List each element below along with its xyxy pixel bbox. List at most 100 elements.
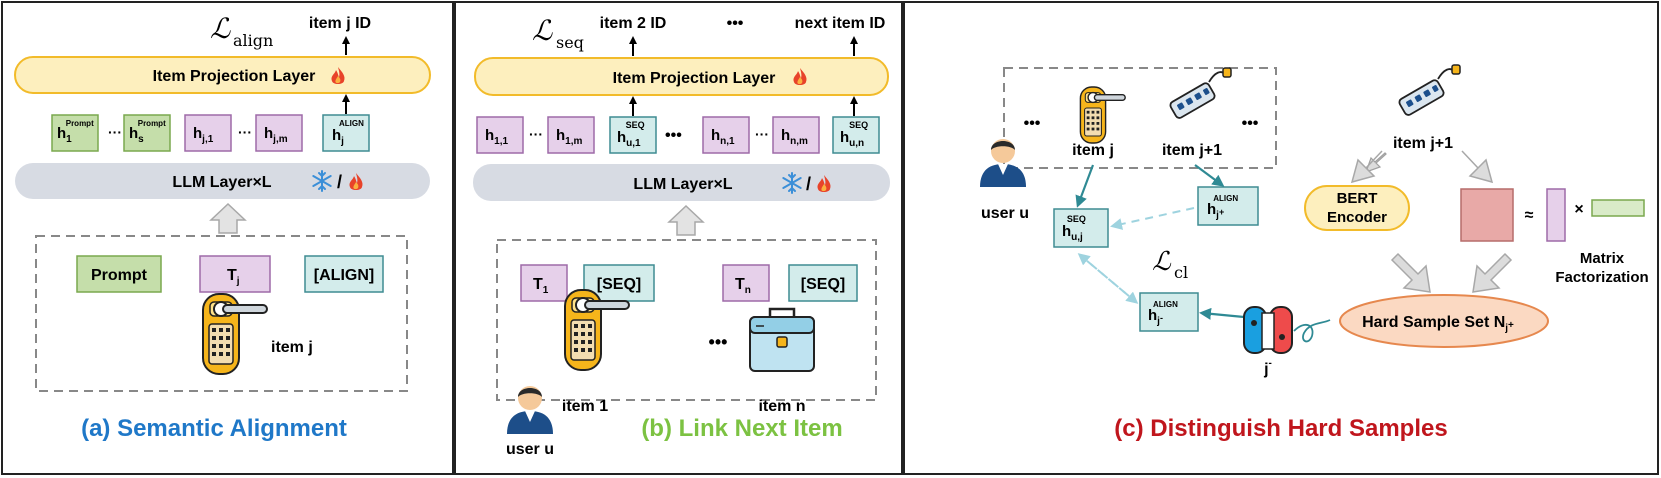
dashed-arrow-neg-2 — [1079, 254, 1139, 304]
seq-loss-sub: seq — [556, 33, 584, 52]
hard-sample-set — [1339, 294, 1549, 348]
caption-b: (b) Link Next Item — [641, 415, 842, 442]
panel-c: ••• ••• item j item j+1 user u hu,jSEQ h… — [980, 64, 1649, 442]
h-prompt-s-token — [123, 114, 171, 152]
j-neg-label: j- — [1263, 358, 1272, 378]
h-j1-token — [184, 114, 232, 152]
panel-b-frame — [454, 1, 903, 475]
h-nm-token — [772, 116, 820, 154]
h-1m-token — [547, 116, 595, 154]
prompt-token — [76, 255, 162, 293]
llm-layer-b — [473, 164, 890, 201]
dots-left-c: ••• — [1024, 115, 1041, 132]
item-j1-label-c: item j+1 — [1162, 142, 1222, 159]
history-box-c — [1003, 67, 1277, 169]
h-1m-label: h1,m — [556, 127, 583, 147]
gray-arrow-to-bert — [1365, 152, 1387, 173]
proj-label-a: Item Projection Layer — [153, 68, 316, 85]
item-j-label-a: item j — [271, 339, 313, 356]
user-avatar — [980, 139, 1026, 187]
items-dots-b: ••• — [709, 332, 728, 352]
user-u-label-b: user u — [506, 441, 554, 458]
h-prompt-1-token — [51, 114, 99, 152]
item-n-label: item n — [758, 398, 805, 415]
h-align-token — [322, 114, 370, 152]
ellipsis-b2: ··· — [755, 126, 769, 142]
power-strip-icon — [1397, 64, 1461, 118]
h-n1-token — [702, 116, 750, 154]
gray-arrow-to-bert-big — [1350, 150, 1383, 184]
ellipsis-a1: ··· — [108, 124, 122, 140]
h-11-token — [476, 116, 524, 154]
align-loss-sub: align — [233, 31, 273, 50]
t1-token — [520, 264, 568, 302]
seq-label-2: [SEQ] — [801, 276, 845, 293]
up-arrow-b — [667, 204, 705, 236]
caption-a: (a) Semantic Alignment — [81, 415, 347, 442]
toolbox-icon — [748, 307, 816, 373]
seq-loss-symbol: ℒ — [532, 14, 553, 47]
ellipsis-b1: ··· — [529, 126, 543, 142]
h-jm-token — [255, 114, 303, 152]
h-jm-label: hj,m — [264, 125, 288, 145]
h-nm-label: hn,m — [781, 127, 808, 147]
seq-token-2 — [788, 264, 858, 302]
controller-wire — [1293, 319, 1331, 343]
arrow-item-j-to-hseq — [1075, 164, 1095, 208]
user-avatar — [507, 386, 553, 434]
h-j-pos-token — [1197, 186, 1259, 226]
h-j-pos-label: hj+ALIGN — [1207, 194, 1238, 221]
h-j-neg-label: hj-ALIGN — [1148, 300, 1178, 327]
h-u1-label: hu,1SEQ — [617, 120, 645, 149]
h-un-seq-token — [832, 116, 880, 154]
dashed-arrow-neg-1 — [1077, 253, 1137, 303]
arrow-item-j1-to-hpos — [1194, 164, 1225, 187]
tn-token — [722, 264, 770, 302]
llm-label-b: LLM Layer×L — [633, 176, 732, 193]
h-u1-seq-token — [609, 116, 657, 154]
panel-c-frame — [903, 1, 1659, 475]
item-j-label-c: item j — [1072, 142, 1114, 159]
times-sign: × — [1574, 201, 1583, 218]
door-lock-icon — [564, 289, 630, 371]
seq-label-1: [SEQ] — [597, 276, 641, 293]
mid-dots-b: ••• — [665, 127, 682, 144]
item-factor-matrix — [1591, 199, 1645, 217]
mf-line1: Matrix — [1580, 250, 1625, 267]
h-uj-label: hu,jSEQ — [1062, 214, 1086, 243]
bert-line2: Encoder — [1327, 209, 1387, 226]
item-j1-right-label: item j+1 — [1393, 135, 1453, 152]
slash-a: / — [337, 172, 342, 192]
bert-line1: BERT — [1337, 190, 1378, 207]
cl-loss-sub: cl — [1174, 263, 1188, 282]
next-item-id-output: next item ID — [795, 15, 886, 32]
tn-label: Tn — [735, 276, 751, 296]
align-token-label: [ALIGN] — [314, 267, 374, 284]
item-projection-layer-b — [474, 57, 889, 96]
caption-c: (c) Distinguish Hard Samples — [1114, 415, 1447, 442]
h-j1-label: hj,1 — [193, 125, 214, 145]
item-projection-layer-a — [14, 56, 431, 94]
approx-sign: ≈ — [1525, 207, 1534, 224]
gray-arrow-mf-to-set — [1472, 252, 1513, 293]
ellipsis-a2: ··· — [238, 124, 252, 140]
door-lock-icon — [202, 293, 268, 375]
h-prompt-s-label: hsPrompt — [129, 119, 166, 145]
align-loss-symbol: ℒ — [210, 12, 231, 45]
user-factor-matrix — [1546, 188, 1566, 242]
item-1-label: item 1 — [562, 398, 608, 415]
item-j-id-output: item j ID — [309, 15, 371, 32]
prompt-label: Prompt — [91, 267, 148, 284]
mf-line2: Factorization — [1555, 269, 1648, 286]
panel-a: ℒ align item j ID Item Projection Layer … — [14, 12, 431, 442]
panel-b: ℒ seq item 2 ID ••• next item ID Item Pr… — [473, 14, 890, 458]
h-align-label: hjALIGN — [332, 119, 364, 147]
align-token — [304, 255, 384, 293]
panel-a-frame — [1, 1, 454, 475]
rating-matrix — [1460, 188, 1514, 242]
gray-arrow-to-matrix — [1461, 150, 1494, 184]
tj-token — [199, 255, 271, 293]
h-n1-label: hn,1 — [711, 127, 735, 147]
h-11-label: h1,1 — [485, 127, 509, 147]
